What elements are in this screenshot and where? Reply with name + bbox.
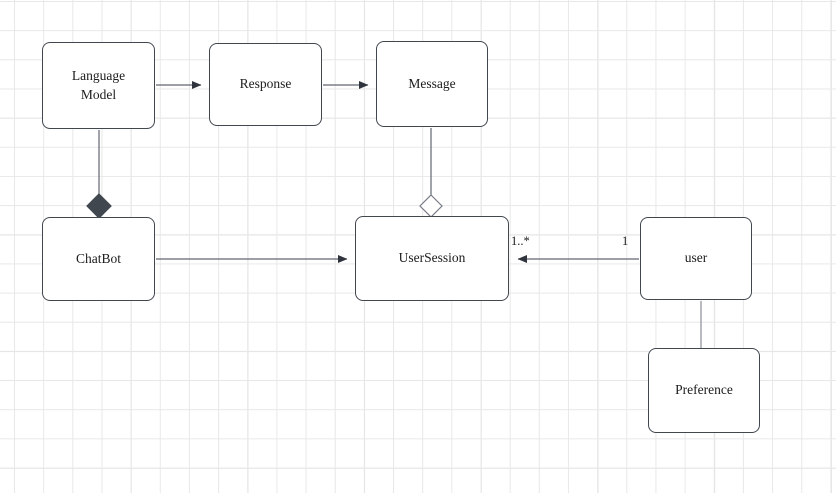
filled-diamond-icon: [86, 193, 112, 219]
node-language-model[interactable]: Language Model: [42, 42, 155, 129]
node-message[interactable]: Message: [376, 41, 488, 127]
node-chatbot[interactable]: ChatBot: [42, 217, 155, 301]
node-response[interactable]: Response: [209, 43, 322, 126]
node-language-model-label-line1: Language: [71, 68, 126, 84]
node-usersession-label: UserSession: [398, 250, 466, 266]
node-message-label: Message: [408, 75, 456, 91]
node-user-label: user: [684, 250, 708, 266]
node-user[interactable]: user: [640, 217, 752, 300]
edge-language-model-to-chatbot: [86, 130, 112, 219]
node-usersession[interactable]: UserSession: [355, 216, 509, 301]
node-response-label: Response: [239, 76, 292, 92]
multiplicity-label-user: 1: [622, 234, 629, 248]
edge-message-to-usersession: [419, 128, 443, 218]
node-language-model-label-line2: Model: [80, 86, 117, 102]
multiplicity-label-usersession: 1..*: [511, 234, 530, 248]
hollow-diamond-icon: [419, 194, 443, 218]
node-language-model-label: Language Model: [72, 67, 125, 103]
node-preference[interactable]: Preference: [648, 348, 760, 433]
node-preference-label: Preference: [675, 382, 733, 398]
node-chatbot-label: ChatBot: [75, 250, 121, 266]
